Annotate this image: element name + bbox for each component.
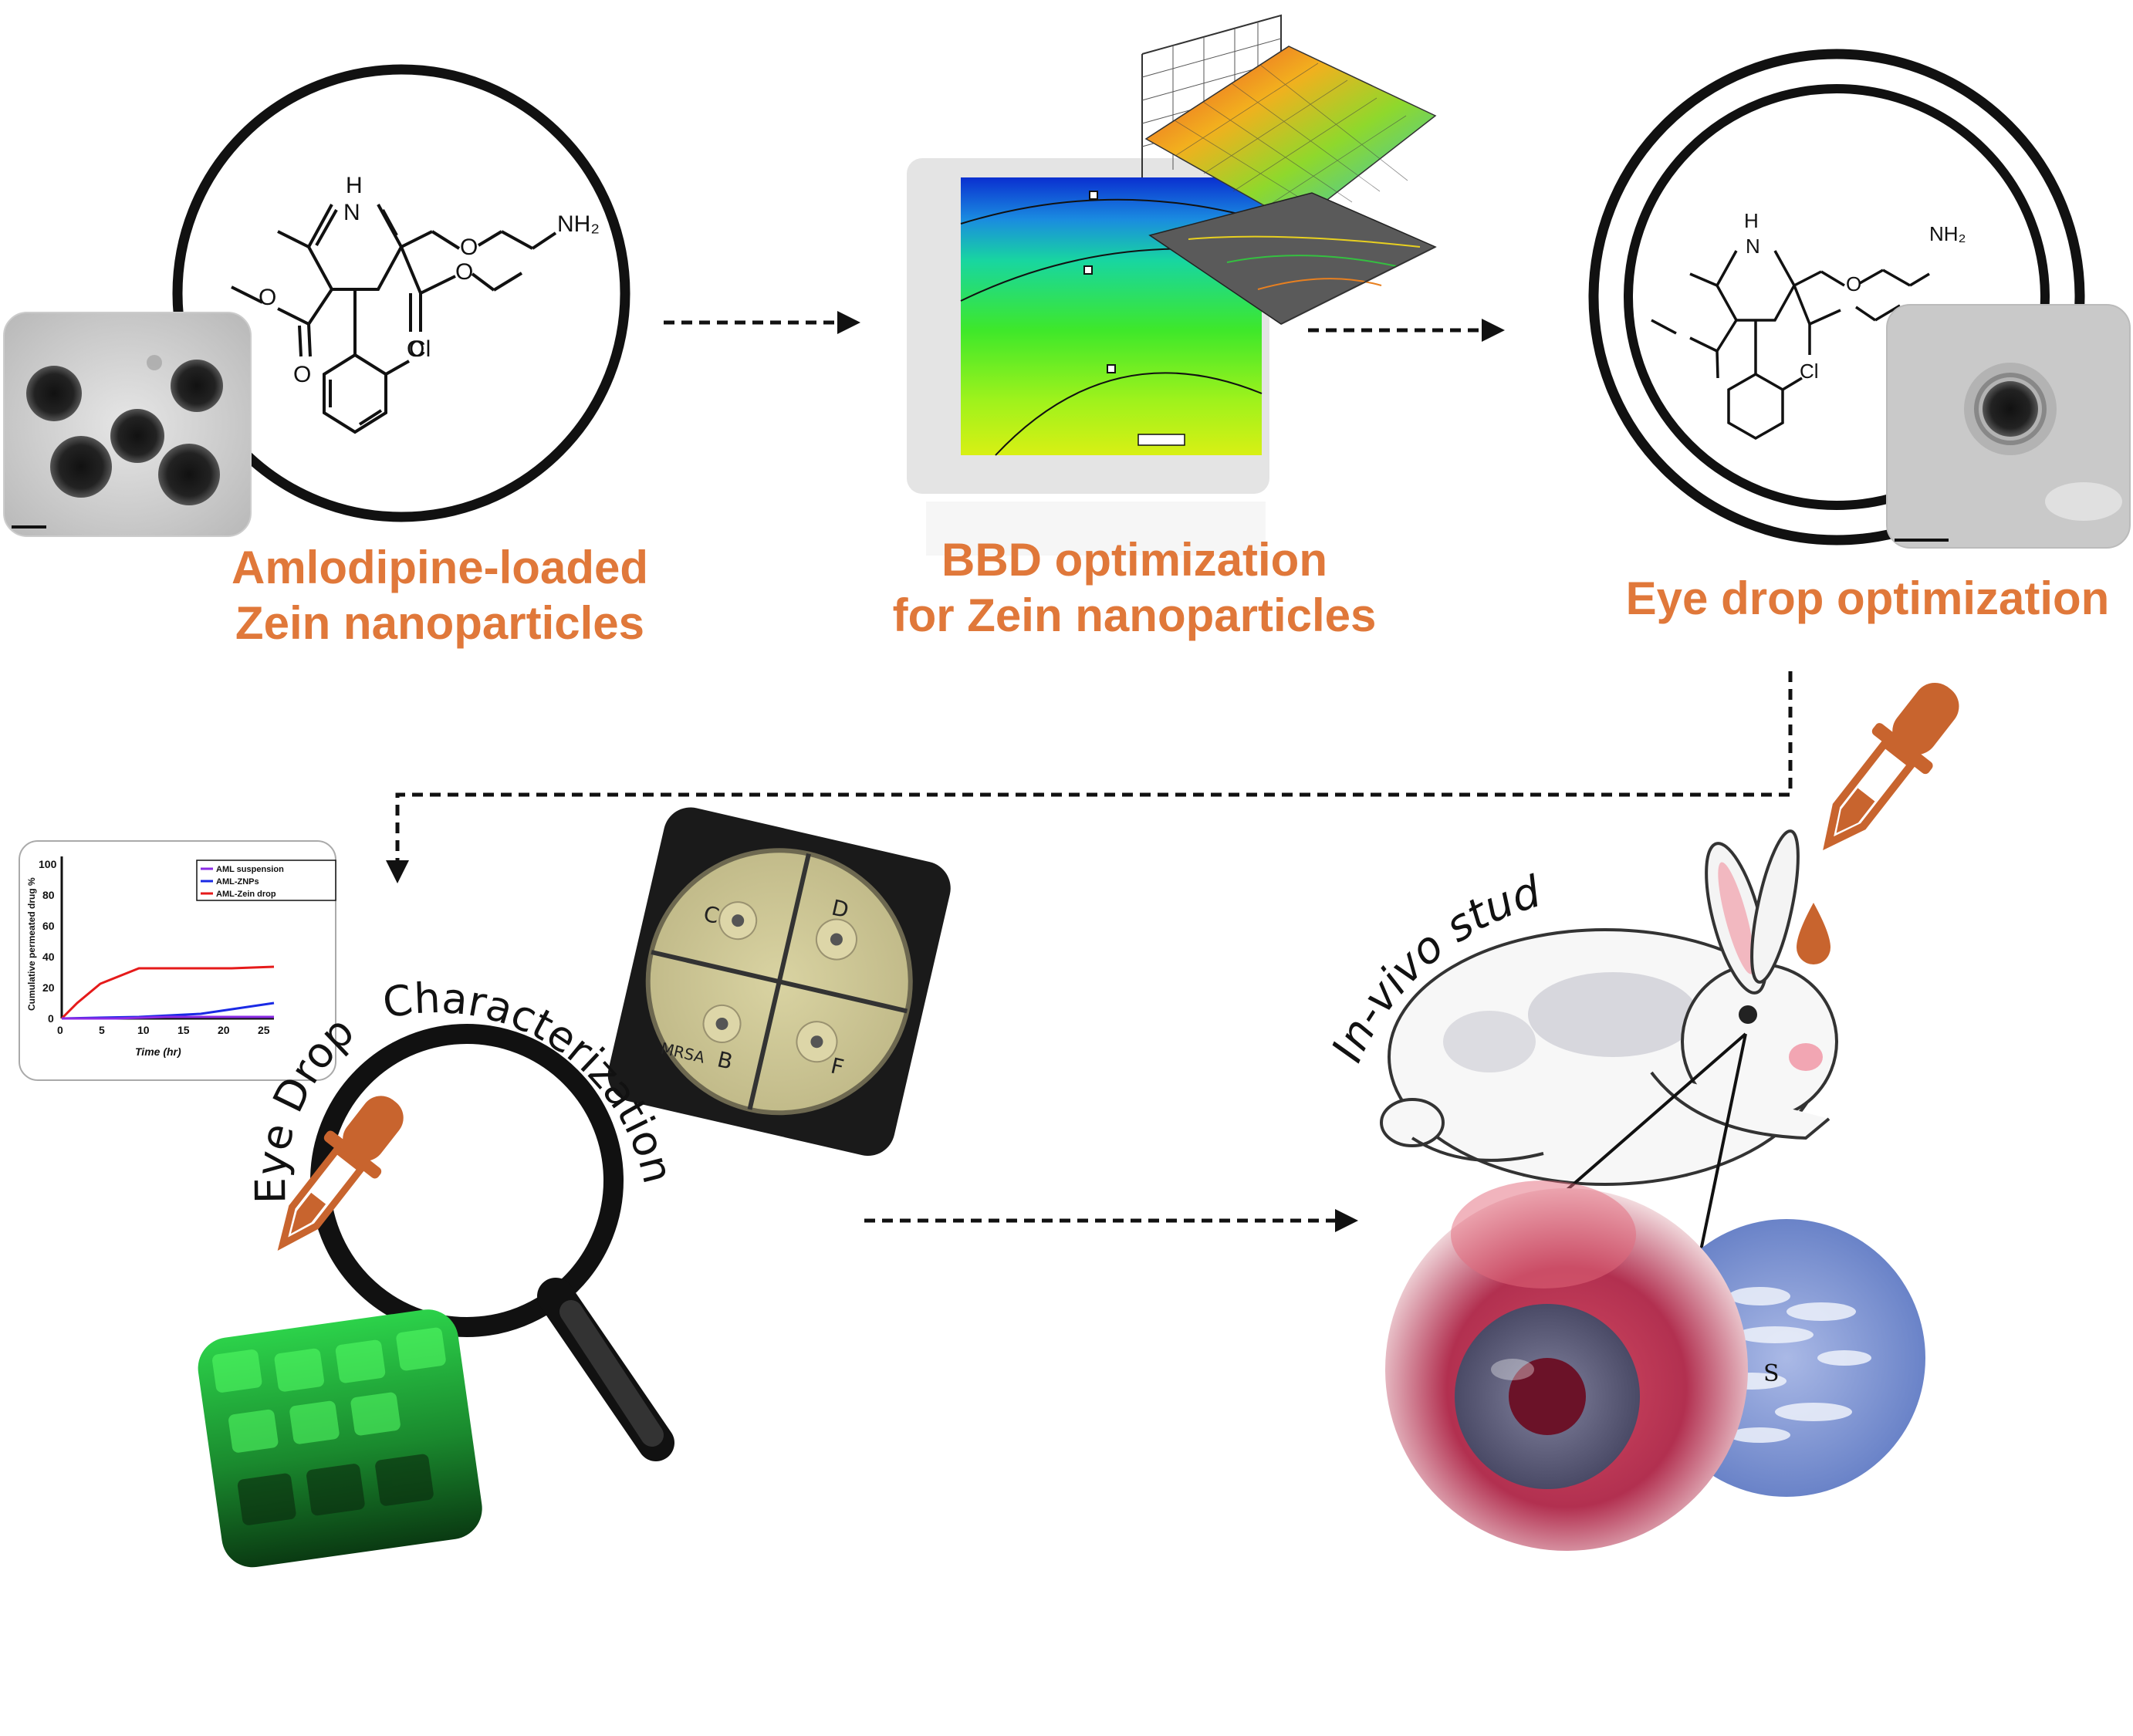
drug-release-chart: AML suspension AML-ZNPs AML-Zein drop 0 … xyxy=(19,840,336,1081)
tick-x-0: 0 xyxy=(57,1024,63,1036)
chart-ylabel: Cumulative permeated drug % xyxy=(26,877,37,1011)
mol3-n-label: N xyxy=(1746,235,1760,258)
series-aml-suspension xyxy=(62,1015,274,1020)
step3-inner-ring xyxy=(1624,84,2050,510)
tick-x-1: 5 xyxy=(99,1024,105,1036)
bbd-surface-plot xyxy=(1141,14,1437,325)
step1-label-line2: Zein nanoparticles xyxy=(235,597,645,649)
eye-drop-droplet xyxy=(1797,903,1830,964)
tick-y-4: 80 xyxy=(42,889,55,901)
chart-xlabel: Time (hr) xyxy=(135,1045,181,1058)
tick-x-4: 20 xyxy=(218,1024,230,1036)
mol-cl-label: Cl xyxy=(409,336,431,362)
tem-image-zein-np xyxy=(3,312,252,537)
tick-y-0: 0 xyxy=(48,1012,54,1025)
mol-o3-label: O xyxy=(293,362,311,387)
legend-3: AML-Zein drop xyxy=(216,890,276,899)
rabbit-dropper-icon xyxy=(1823,682,1959,851)
step3-molecule-group: H N O NH₂ Cl xyxy=(1588,49,2085,545)
fluorescence-image xyxy=(198,1309,482,1568)
step1-label-line1: Amlodipine-loaded xyxy=(232,542,648,593)
mol-o4-label: O xyxy=(455,259,473,285)
step1-ring xyxy=(172,64,630,522)
series-aml-zein-drop xyxy=(60,965,275,1020)
mol-n-label: N xyxy=(343,200,360,225)
mol3-h-label: H xyxy=(1744,209,1759,232)
tick-y-5: 100 xyxy=(39,858,57,870)
step3-outer-ring xyxy=(1588,49,2085,545)
legend-2: AML-ZNPs xyxy=(216,877,259,887)
tick-x-5: 25 xyxy=(258,1024,270,1036)
tick-x-3: 15 xyxy=(177,1024,190,1036)
step1-label: Amlodipine-loaded Zein nanoparticles xyxy=(170,540,710,651)
pointer-line-histo xyxy=(1696,1033,1747,1266)
rabbit-eye-photo xyxy=(1385,1180,1748,1551)
legend-1: AML suspension xyxy=(216,865,284,874)
tick-x-2: 10 xyxy=(137,1024,150,1036)
mol3-o1-label: O xyxy=(1846,272,1861,296)
arrow-3-to-char xyxy=(386,671,1793,883)
step2-label-line2: for Zein nanoparticles xyxy=(892,589,1377,641)
step2-label-line1: BBD optimization xyxy=(941,534,1327,586)
mol-h-label: H xyxy=(346,173,363,198)
agar-plate-image: D C B F MRSA xyxy=(607,807,951,1157)
tem-image-eye-drop xyxy=(1886,304,2131,549)
histology-s-label: S xyxy=(1763,1360,1780,1387)
mol-nh2-label: NH₂ xyxy=(557,211,600,237)
step2-label: BBD optimization for Zein nanoparticles xyxy=(841,532,1428,643)
step1-molecule-group: H N O NH₂ O O O O Cl xyxy=(172,64,630,522)
amlodipine-structure xyxy=(231,204,557,434)
tick-y-1: 20 xyxy=(42,981,55,994)
step3-label: Eye drop optimization xyxy=(1605,571,2130,627)
dropper-icon xyxy=(277,1096,404,1251)
plate-label-f: F xyxy=(828,1053,846,1081)
step3-label-line1: Eye drop optimization xyxy=(1625,572,2110,624)
tick-y-3: 60 xyxy=(42,920,55,932)
tick-y-2: 40 xyxy=(42,951,55,963)
mol-o5-label: O xyxy=(407,336,424,362)
pointer-line-eye xyxy=(1550,1032,1747,1205)
mol-o2-label: O xyxy=(259,285,276,310)
mol-o1-label: O xyxy=(460,235,478,260)
mol3-nh2-label: NH₂ xyxy=(1929,222,1966,245)
mol3-cl-label: Cl xyxy=(1800,360,1819,383)
flow-arrows xyxy=(386,311,1793,1232)
rabbit-icon xyxy=(1380,829,1838,1186)
